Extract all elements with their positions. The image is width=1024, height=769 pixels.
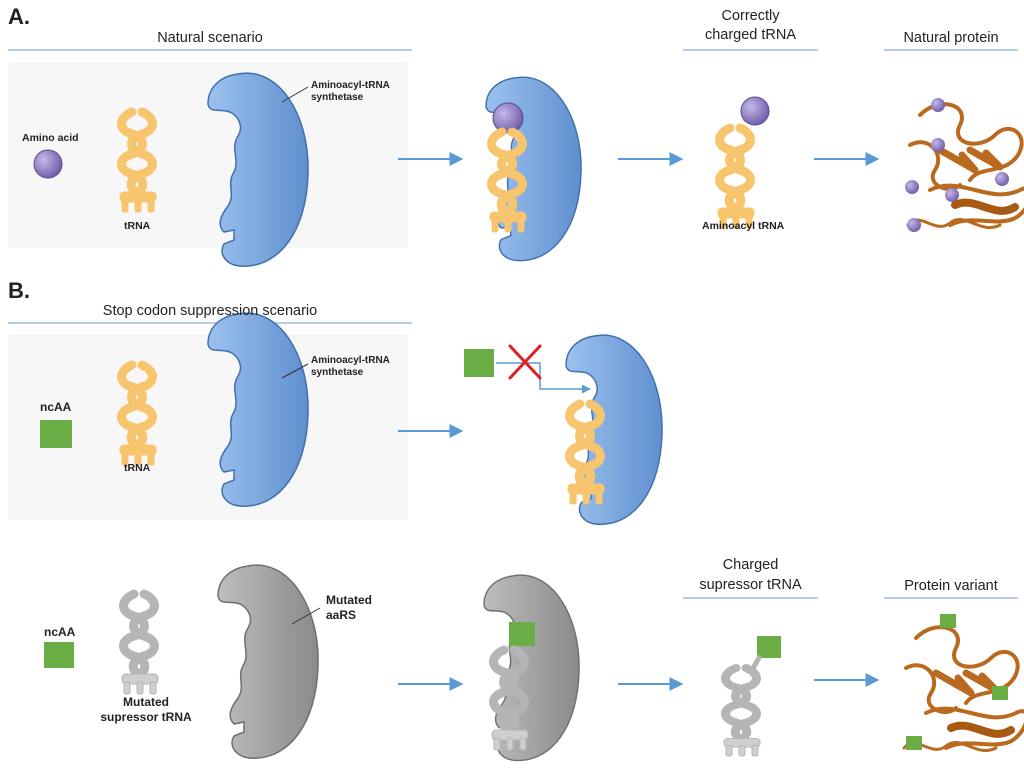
amino-acid-bound bbox=[492, 102, 524, 134]
amino-acid-charged bbox=[740, 96, 770, 126]
ncaa-rejected bbox=[464, 349, 494, 377]
charged-header-line2: charged tRNA bbox=[704, 27, 797, 43]
synthetase-b-label-2: synthetase bbox=[311, 367, 364, 378]
amino-acid-sphere bbox=[33, 149, 63, 179]
mutated-trna-label-1: Mutated bbox=[123, 695, 169, 709]
mutated-trna-label-2: supressor tRNA bbox=[100, 710, 192, 724]
block-cross bbox=[508, 344, 542, 380]
charged-header-line1: Correctly bbox=[721, 8, 780, 24]
trna-b-label: tRNA bbox=[124, 462, 151, 474]
natural-protein bbox=[905, 98, 1024, 232]
aminoacyl-trna-label: Aminoacyl tRNA bbox=[702, 220, 785, 232]
mutated-aars-label-1: Mutated bbox=[326, 593, 372, 607]
ncaa-square-1 bbox=[40, 420, 72, 448]
natural-protein-header: Natural protein bbox=[903, 30, 999, 46]
panel-a-header: Natural scenario bbox=[157, 30, 263, 46]
charged-supressor-header-1: Charged bbox=[722, 557, 779, 573]
panel-a-background bbox=[8, 62, 408, 248]
panel-b-background bbox=[8, 334, 408, 520]
charged-supressor-trna bbox=[724, 668, 760, 756]
ncaa-label-1: ncAA bbox=[40, 400, 72, 414]
amino-acid-label: Amino acid bbox=[22, 132, 79, 144]
ncaa-bound bbox=[509, 622, 535, 646]
protein-variant bbox=[904, 614, 1024, 751]
mutated-aars bbox=[217, 564, 319, 759]
synthetase-a-label-1: Aminoacyl-tRNA bbox=[311, 80, 390, 91]
panel-a-label: A. bbox=[8, 4, 30, 29]
ncaa-charged bbox=[757, 636, 781, 658]
mutated-aars-label-2: aaRS bbox=[326, 608, 357, 622]
ncaa-label-2: ncAA bbox=[44, 625, 76, 639]
trna-a-label: tRNA bbox=[124, 220, 151, 232]
panel-b-label: B. bbox=[8, 278, 30, 303]
charged-supressor-header-2: supressor tRNA bbox=[699, 577, 802, 593]
mutated-trna bbox=[122, 594, 158, 694]
panel-b-header: Stop codon suppression scenario bbox=[102, 303, 318, 319]
aminoacyl-trna bbox=[718, 128, 754, 228]
trna-bound-b bbox=[568, 404, 604, 504]
protein-variant-header: Protein variant bbox=[904, 578, 998, 594]
synthetase-b-label-1: Aminoacyl-tRNA bbox=[311, 355, 390, 366]
ncaa-square-2 bbox=[44, 642, 74, 668]
synthetase-a-label-2: synthetase bbox=[311, 92, 364, 103]
